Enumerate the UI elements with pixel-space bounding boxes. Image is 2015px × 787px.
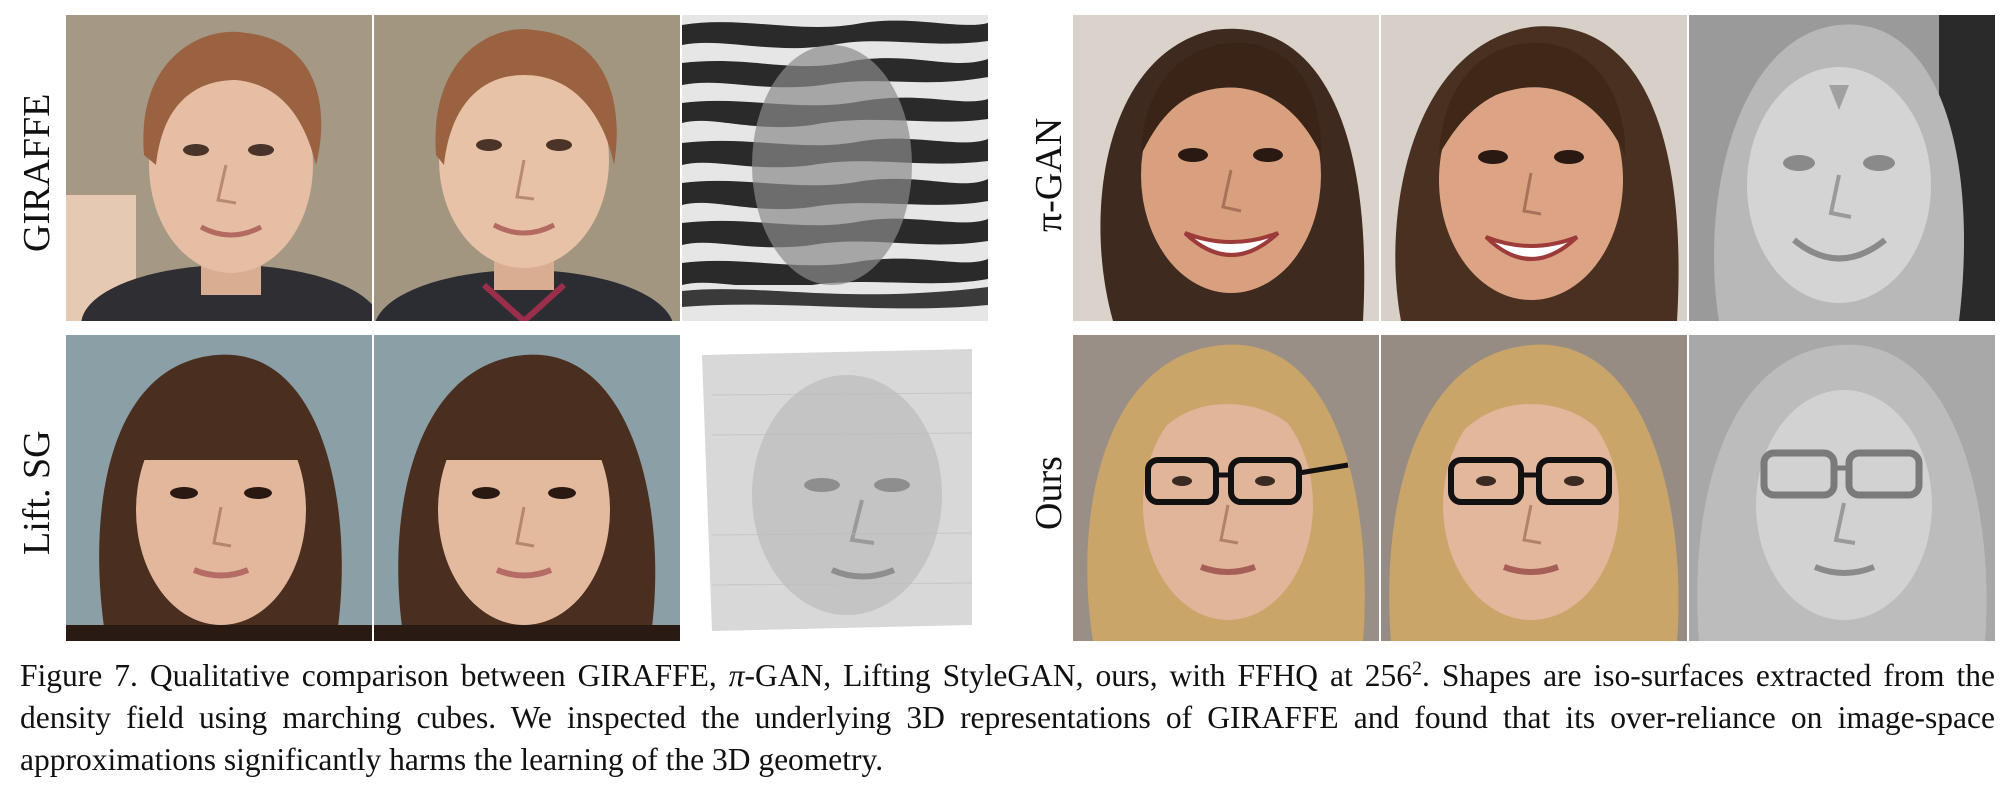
caption-part-3: . Shapes are iso-surfaces extracted from…	[20, 658, 1996, 777]
caption-figure-number: Figure 7.	[20, 658, 138, 693]
row-label-ours: Ours	[1028, 456, 1070, 530]
caption-part-2: -GAN, Lifting StyleGAN, ours, with FFHQ …	[744, 658, 1412, 693]
row-label-liftsg: Lift. SG	[16, 430, 58, 555]
row-label-giraffe: GIRAFFE	[16, 93, 58, 252]
row-label-pigan: π-GAN	[1028, 117, 1070, 232]
pigan-shape-image	[1689, 15, 1995, 321]
ours-view-2-image	[1381, 335, 1687, 641]
ours-shape-image	[1689, 335, 1995, 641]
giraffe-shape-image	[682, 15, 988, 321]
figure-7: GIRAFFE Lift. SG π-GAN Ours	[16, 15, 1995, 641]
liftsg-view-1-image	[66, 335, 372, 641]
giraffe-view-2-image	[374, 15, 680, 321]
ours-view-1-image	[1073, 335, 1379, 641]
pigan-view-2-image	[1381, 15, 1687, 321]
liftsg-shape-image	[682, 335, 988, 641]
liftsg-view-2-image	[374, 335, 680, 641]
pigan-view-1-image	[1073, 15, 1379, 321]
giraffe-view-1-image	[66, 15, 372, 321]
caption-part-1: Qualitative comparison between GIRAFFE,	[149, 658, 717, 693]
caption-superscript: 2	[1412, 657, 1422, 680]
figure-caption: Figure 7. Qualitative comparison between…	[20, 655, 1995, 781]
caption-pi-symbol: π	[728, 658, 745, 693]
